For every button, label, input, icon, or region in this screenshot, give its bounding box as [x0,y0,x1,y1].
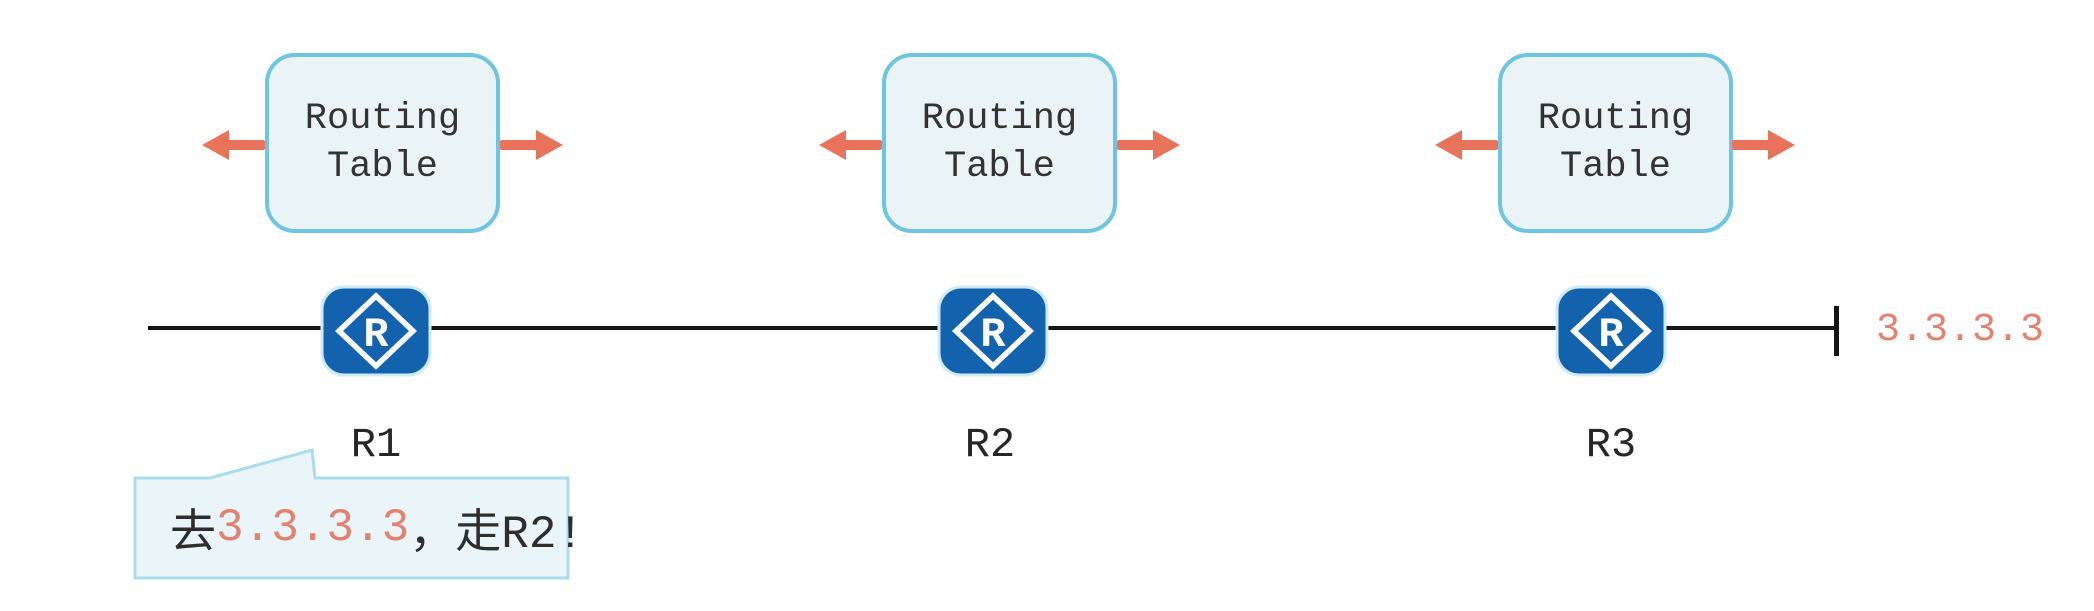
arrow-shaft [1732,140,1775,150]
arrow-shaft [500,140,543,150]
router-icon-letter: R [980,311,1006,359]
routing-table-box-r2: Routing Table [882,53,1117,233]
arrow-right-icon [1117,130,1180,160]
bubble-text-prefix: 去 [170,509,216,561]
router-icon-letter: R [1598,311,1624,359]
bubble-text-ip: 3.3.3.3 [216,502,410,554]
bubble-text-suffix: ，走R2! [409,509,585,561]
router-icon-r2: R [937,285,1049,377]
arrow-left-icon [1435,130,1498,160]
routing-table-label: Routing Table [304,98,461,188]
arrow-right-icon [500,130,563,160]
routing-table-label: Routing Table [1537,98,1694,188]
speech-bubble [133,448,570,580]
arrow-left-icon [202,130,265,160]
arrow-right-icon [1732,130,1795,160]
router-label-r2: R2 [964,421,1016,469]
router-label-r1: R1 [350,421,402,469]
routing-table-box-r1: Routing Table [265,53,500,233]
router-icon-r3: R [1555,285,1667,377]
link-endpoint-ip-label: 3.3.3.3 [1876,308,2045,353]
arrow-shaft [839,140,882,150]
router-icon-letter: R [363,311,389,359]
arrow-shaft [222,140,265,150]
router-icon-r1: R [320,285,432,377]
arrow-left-icon [819,130,882,160]
link-endpoint-tick [1834,306,1839,356]
router-label-r3: R3 [1585,421,1637,469]
routing-table-box-r3: Routing Table [1498,53,1733,233]
arrow-shaft [1117,140,1160,150]
arrow-shaft [1455,140,1498,150]
speech-bubble-shape [133,448,570,580]
routing-table-label: Routing Table [921,98,1078,188]
